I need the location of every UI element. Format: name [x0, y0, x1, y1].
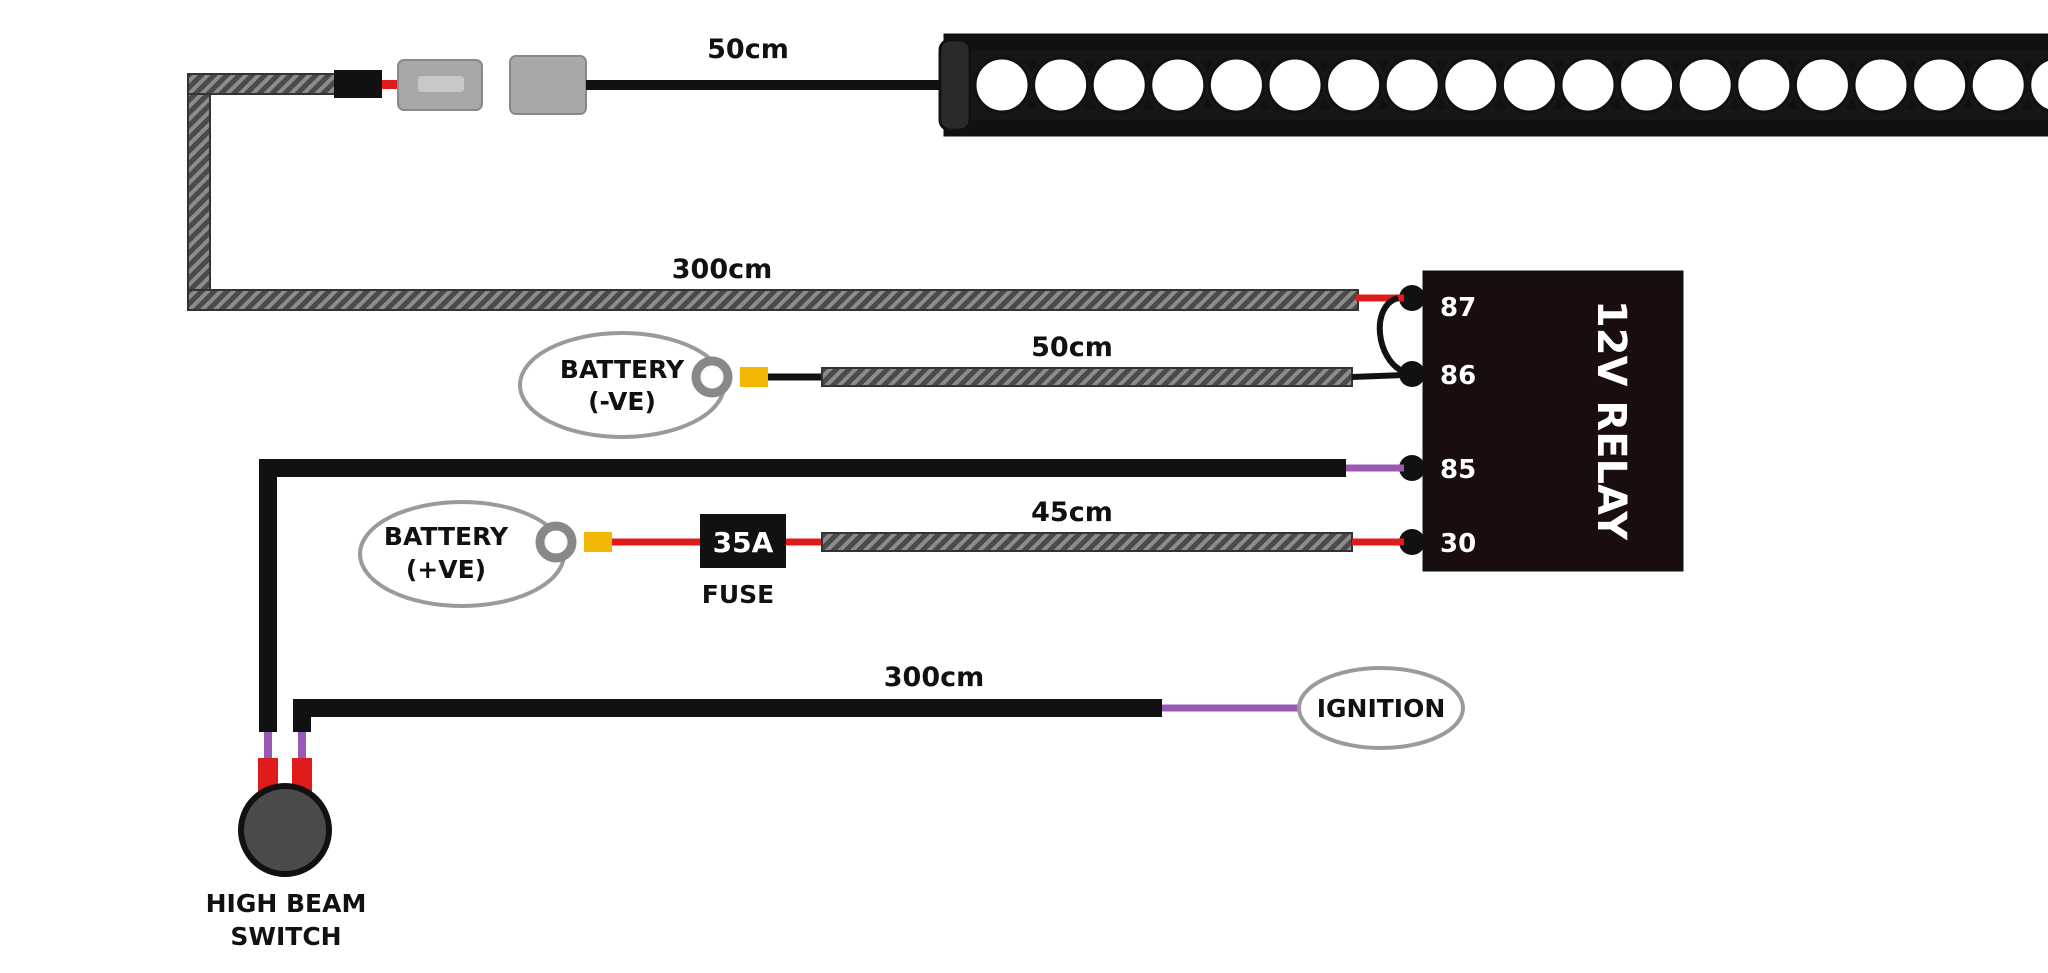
relay-pin-85: 85 — [1440, 455, 1476, 485]
led-14 — [1735, 56, 1793, 114]
led-19 — [2028, 57, 2048, 113]
battery-pos-label-2: (+VE) — [406, 555, 486, 584]
led-divider — [1787, 61, 1800, 109]
led-16 — [1852, 56, 1910, 114]
led-9 — [1442, 56, 1500, 114]
switch-red-terminal-right — [292, 758, 312, 792]
led-divider — [1728, 61, 1741, 109]
led-divider — [1552, 61, 1565, 109]
led-divider — [1904, 61, 1917, 109]
led-8 — [1383, 56, 1441, 114]
relay-label: 12V RELAY — [1588, 300, 1634, 541]
relay: 12V RELAY 87 86 85 30 — [1422, 270, 1684, 572]
neg-harness — [821, 367, 1353, 387]
harness-sleeve-end — [334, 70, 382, 98]
terminal-86 — [1399, 361, 1425, 387]
neg-lead-length: 50cm — [1031, 332, 1113, 363]
led-2 — [1032, 56, 1090, 114]
led-6 — [1266, 56, 1324, 114]
connector-plug — [397, 59, 483, 111]
led-15 — [1793, 56, 1851, 114]
relay-pin-86: 86 — [1440, 361, 1476, 391]
led-array — [973, 56, 2048, 114]
led-divider — [1025, 61, 1038, 109]
neg-wire-to-86 — [1351, 372, 1405, 380]
terminal-85 — [1399, 455, 1425, 481]
ignition-lead-length: 300cm — [884, 662, 985, 693]
high-beam-switch — [238, 783, 332, 877]
jumper-87-86 — [1376, 295, 1406, 375]
led-5 — [1207, 56, 1265, 114]
ignition-label: IGNITION — [1317, 694, 1446, 723]
switch-feed-wire — [259, 459, 1346, 732]
relay-pin-87: 87 — [1440, 293, 1476, 323]
ignition-wire — [293, 699, 1162, 732]
switch-label-1: HIGH BEAM — [206, 889, 367, 918]
terminal-87 — [1399, 285, 1425, 311]
led-1 — [973, 56, 1031, 114]
led-4 — [1149, 56, 1207, 114]
led-13 — [1676, 56, 1734, 114]
led-divider — [1318, 61, 1331, 109]
lightbar-endcap — [938, 38, 972, 132]
led-divider — [1376, 61, 1389, 109]
led-light-bar — [938, 33, 2048, 137]
led-divider — [1962, 61, 1975, 109]
ring-terminal-pos — [535, 521, 577, 563]
fuse: 35A — [700, 514, 786, 568]
connector-socket — [509, 55, 587, 115]
battery-neg-label-2: (-VE) — [588, 387, 656, 416]
red-wire-stub — [382, 80, 398, 89]
pos-lead-length: 45cm — [1031, 497, 1113, 528]
led-divider — [1201, 61, 1214, 109]
lightbar-lead-length: 50cm — [707, 34, 789, 65]
led-11 — [1559, 56, 1617, 114]
battery-pos-oval — [358, 500, 566, 608]
led-divider — [1435, 61, 1448, 109]
led-10 — [1500, 56, 1558, 114]
led-3 — [1090, 56, 1148, 114]
yellow-crimp-neg — [740, 367, 768, 387]
led-7 — [1325, 56, 1383, 114]
terminal-30 — [1399, 529, 1425, 555]
battery-neg-label-1: BATTERY — [560, 355, 685, 384]
relay-pin-30: 30 — [1440, 529, 1476, 559]
main-harness-length: 300cm — [672, 254, 773, 285]
yellow-crimp-pos — [584, 532, 612, 552]
switch-label-2: SWITCH — [230, 922, 341, 951]
ring-terminal-neg — [691, 356, 733, 398]
switch-red-terminal-left — [258, 758, 278, 792]
battery-pos-label-1: BATTERY — [384, 522, 509, 551]
led-12 — [1618, 56, 1676, 114]
fuse-rating: 35A — [713, 526, 774, 559]
led-17 — [1911, 56, 1969, 114]
led-divider — [1494, 61, 1507, 109]
led-divider — [1083, 61, 1096, 109]
led-divider — [1142, 61, 1155, 109]
ignition-oval — [1297, 666, 1465, 750]
led-divider — [1669, 61, 1682, 109]
fuse-label: FUSE — [702, 580, 774, 609]
led-divider — [1259, 61, 1272, 109]
led-divider — [2021, 61, 2034, 109]
pos-harness — [821, 532, 1353, 552]
led-divider — [1845, 61, 1858, 109]
led-divider — [1611, 61, 1624, 109]
led-18 — [1969, 56, 2027, 114]
